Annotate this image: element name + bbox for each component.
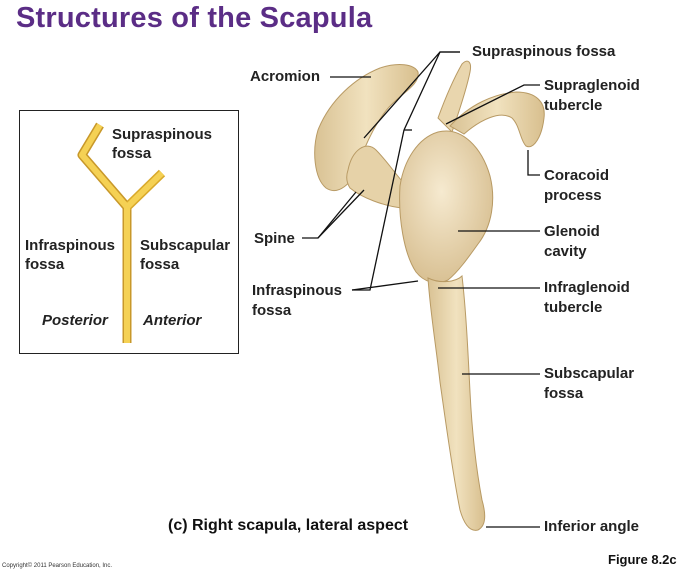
fork-diagram	[77, 122, 166, 343]
page-title: Structures of the Scapula	[16, 2, 373, 34]
inferior-angle-label: Inferior angle	[544, 518, 640, 535]
inset-anterior-label: Anterior	[143, 312, 202, 329]
acromion-bone	[314, 64, 419, 191]
scapula-cross-section-inset: Supraspinous fossa Infraspinous fossa Su…	[19, 110, 239, 354]
leader-lines	[302, 51, 540, 528]
subscapular-fossa-label: Subscapular fossa	[544, 365, 635, 402]
inset-supraspinous-label: Supraspinous fossa	[112, 126, 213, 162]
fork-shape-fill	[79, 123, 165, 343]
acromion-label: Acromion	[250, 68, 321, 85]
figure-number: Figure 8.2c	[608, 552, 677, 567]
infraglenoid-tubercle-label: Infraglenoid tubercle	[544, 279, 630, 316]
lateral-border-bone	[427, 274, 486, 531]
superior-border-bone	[437, 60, 471, 133]
inset-subscapular-label: Subscapular fossa	[140, 237, 231, 273]
copyright-notice: Copyright© 2011 Pearson Education, Inc.	[2, 563, 113, 569]
coracoid-process-label: Coracoid process	[544, 167, 610, 204]
glenoid-cavity-label: Glenoid cavity	[544, 223, 600, 260]
supraglenoid-tubercle-label: Supraglenoid tubercle	[544, 77, 640, 114]
inset-infraspinous-label: Infraspinous fossa	[25, 237, 116, 273]
spine-label: Spine	[254, 230, 295, 247]
inset-posterior-label: Posterior	[42, 312, 108, 329]
glenoid-body	[399, 130, 494, 284]
infraspinous-fossa-label: Infraspinous fossa	[252, 282, 343, 319]
figure-caption: (c) Right scapula, lateral aspect	[168, 517, 409, 534]
supraspinous-fossa-label: Supraspinous fossa	[472, 43, 616, 60]
